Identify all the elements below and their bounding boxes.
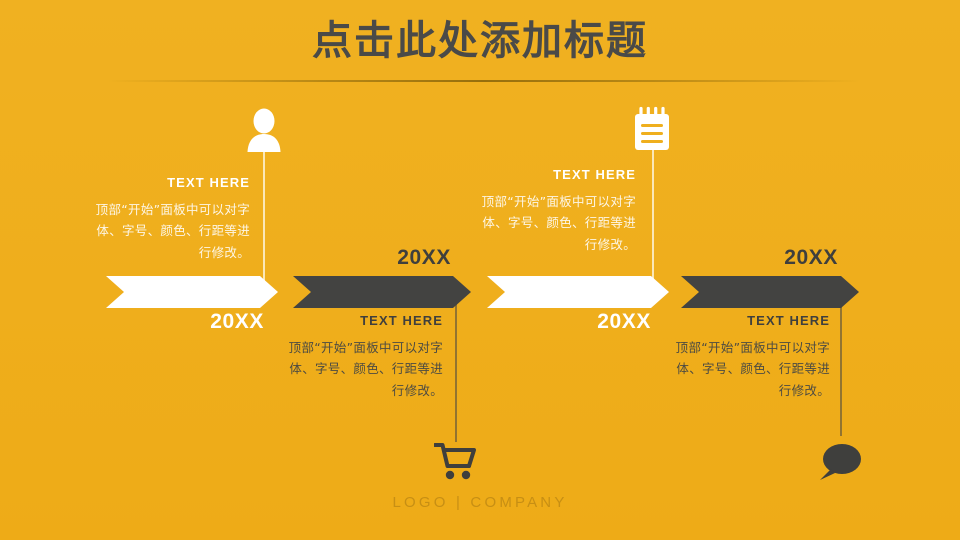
connector-line-step-4: [840, 302, 842, 436]
text-heading-step-1: TEXT HERE: [167, 175, 250, 190]
year-label-step-3: 20XX: [597, 310, 651, 333]
chevron-arrow-step-2[interactable]: [293, 276, 471, 308]
connector-line-step-3: [652, 148, 654, 282]
text-block-step-3: TEXT HERE 顶部“开始”面板中可以对字体、字号、颜色、行距等进行修改。: [478, 167, 636, 255]
connector-line-step-2: [455, 302, 457, 442]
speech-bubble-icon: [812, 436, 868, 488]
notepad-icon: [624, 103, 680, 155]
text-body-step-4: 顶部“开始”面板中可以对字体、字号、颜色、行距等进行修改。: [675, 339, 830, 398]
text-heading-step-4: TEXT HERE: [747, 313, 830, 328]
shopping-cart-icon: [427, 436, 483, 488]
chevron-arrow-step-3[interactable]: [487, 276, 669, 308]
page-title: 点击此处添加标题: [312, 18, 648, 64]
text-block-step-1: TEXT HERE 顶部“开始”面板中可以对字体、字号、颜色、行距等进行修改。: [92, 175, 250, 263]
connector-line-step-1: [263, 150, 265, 282]
text-body-step-1: 顶部“开始”面板中可以对字体、字号、颜色、行距等进行修改。: [95, 201, 250, 260]
year-label-step-1: 20XX: [210, 310, 264, 333]
title-divider: [108, 80, 860, 82]
user-icon: [236, 104, 292, 156]
chevron-arrow-step-1[interactable]: [106, 276, 278, 308]
text-block-step-4: TEXT HERE 顶部“开始”面板中可以对字体、字号、颜色、行距等进行修改。: [672, 313, 830, 401]
text-heading-step-3: TEXT HERE: [553, 167, 636, 182]
footer-logo-text: LOGO | COMPANY: [392, 494, 568, 511]
text-heading-step-2: TEXT HERE: [360, 313, 443, 328]
text-body-step-2: 顶部“开始”面板中可以对字体、字号、颜色、行距等进行修改。: [288, 339, 443, 398]
year-label-step-4: 20XX: [784, 246, 838, 269]
chevron-arrow-step-4[interactable]: [681, 276, 859, 308]
year-label-step-2: 20XX: [397, 246, 451, 269]
text-body-step-3: 顶部“开始”面板中可以对字体、字号、颜色、行距等进行修改。: [481, 193, 636, 252]
text-block-step-2: TEXT HERE 顶部“开始”面板中可以对字体、字号、颜色、行距等进行修改。: [285, 313, 443, 401]
